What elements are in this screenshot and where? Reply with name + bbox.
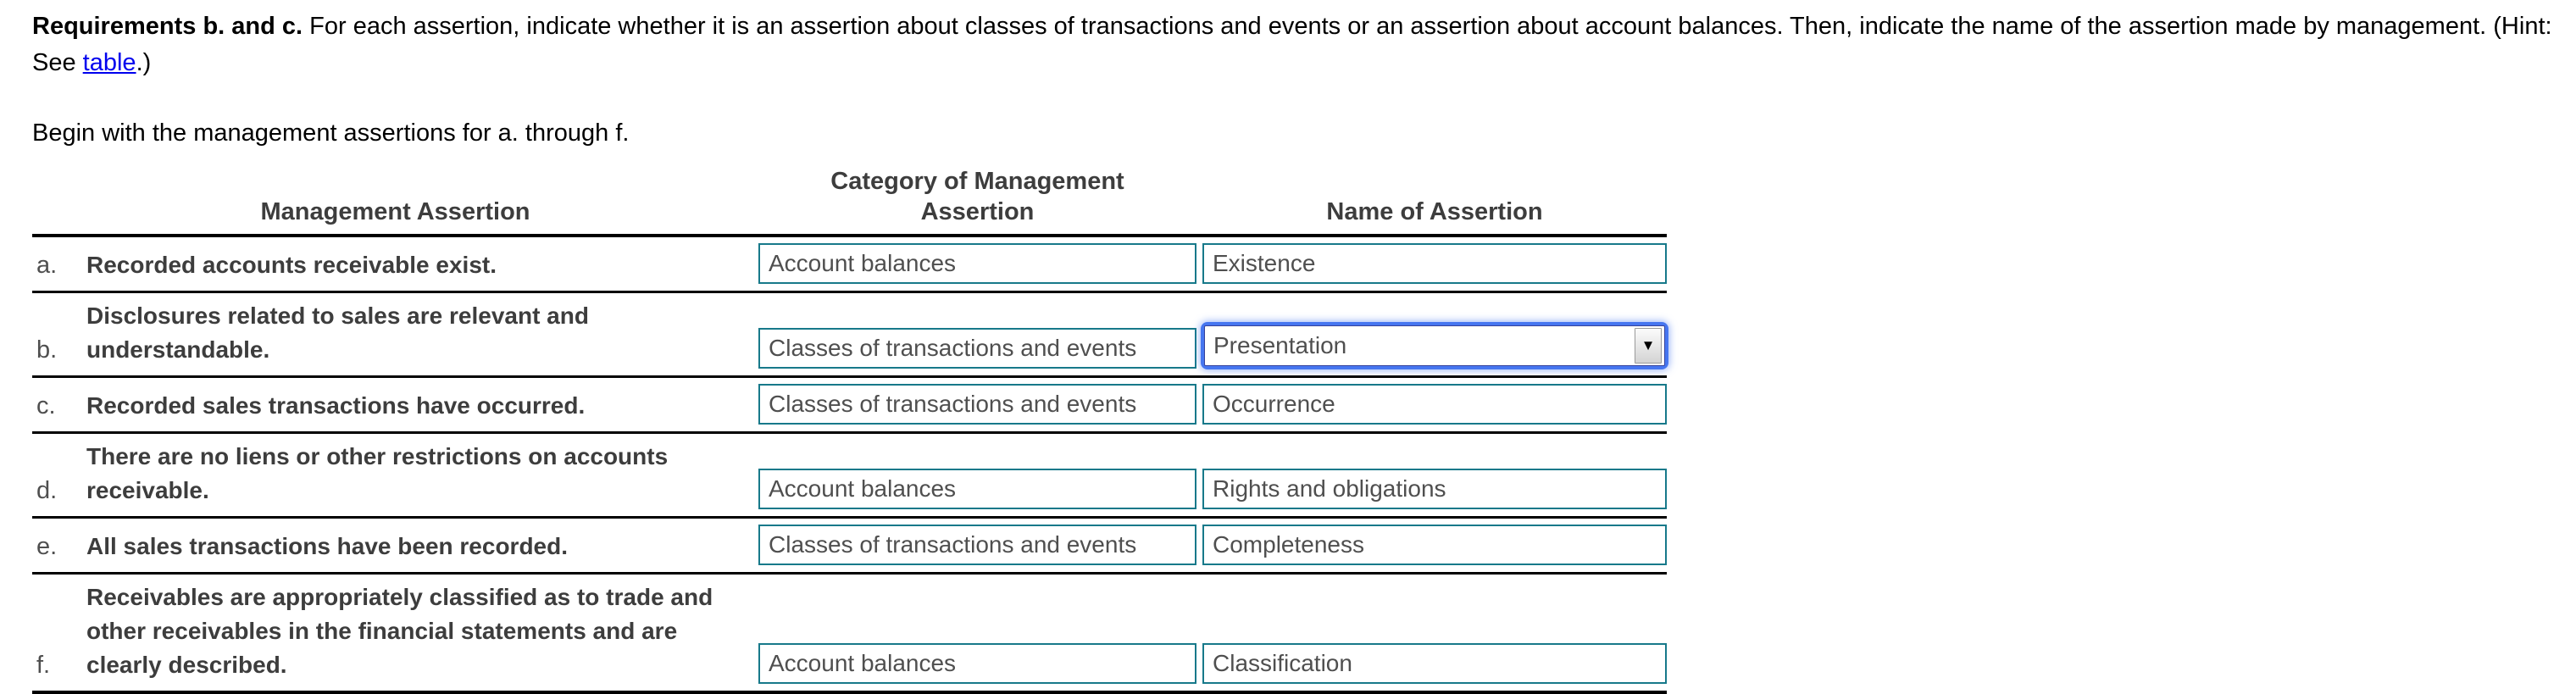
name-input-c[interactable]: Occurrence [1202, 384, 1667, 425]
instructions-text: For each assertion, indicate whether it … [32, 13, 2552, 76]
table-row: b. Disclosures related to sales are rele… [32, 293, 1667, 378]
table-row: e. All sales transactions have been reco… [32, 519, 1667, 575]
row-label-b: b. [36, 336, 58, 364]
row-label-a: a. [36, 252, 58, 279]
row-label-f: f. [36, 652, 51, 679]
instructions-paragraph: Requirements b. and c. For each assertio… [32, 8, 2569, 81]
assertion-text-e: All sales transactions have been recorde… [86, 533, 569, 559]
name-dropdown-b-control[interactable]: Presentation ▼ [1204, 325, 1665, 366]
assertion-text-c: Recorded sales transactions have occurre… [86, 392, 586, 419]
category-input-e[interactable]: Classes of transactions and events [758, 525, 1196, 565]
table-header-row: Management Assertion Category of Managem… [32, 166, 1667, 237]
name-dropdown-b-value: Presentation [1213, 332, 1347, 358]
table-row: d. There are no liens or other restricti… [32, 434, 1667, 519]
assertions-table: Management Assertion Category of Managem… [32, 166, 1672, 694]
row-label-c: c. [36, 392, 56, 419]
assertion-text-d: There are no liens or other restrictions… [86, 443, 669, 503]
name-input-e[interactable]: Completeness [1202, 525, 1667, 565]
category-input-d[interactable]: Account balances [758, 469, 1196, 509]
table-row: c. Recorded sales transactions have occu… [32, 378, 1667, 434]
category-input-a[interactable]: Account balances [758, 243, 1196, 284]
assertion-text-a: Recorded accounts receivable exist. [86, 252, 497, 278]
name-input-d[interactable]: Rights and obligations [1202, 469, 1667, 509]
name-dropdown-b[interactable]: Presentation ▼ [1204, 325, 1665, 366]
dropdown-arrow-button[interactable]: ▼ [1635, 328, 1662, 364]
instructions-text-close: .) [136, 49, 152, 76]
header-name-of-assertion: Name of Assertion [1326, 198, 1543, 225]
row-label-d: d. [36, 477, 58, 504]
header-category-of-management-assertion: Category of Management Assertion [830, 168, 1124, 225]
begin-instruction: Begin with the management assertions for… [32, 119, 630, 147]
category-input-c[interactable]: Classes of transactions and events [758, 384, 1196, 425]
table-row: a. Recorded accounts receivable exist. A… [32, 237, 1667, 293]
chevron-down-icon: ▼ [1641, 337, 1656, 353]
table-row: f. Receivables are appropriately classif… [32, 575, 1667, 694]
requirements-label: Requirements b. and c. [32, 13, 303, 40]
category-input-b[interactable]: Classes of transactions and events [758, 328, 1196, 369]
row-label-e: e. [36, 533, 58, 560]
category-input-f[interactable]: Account balances [758, 643, 1196, 684]
assertion-text-f: Receivables are appropriately classified… [86, 584, 713, 678]
name-input-a[interactable]: Existence [1202, 243, 1667, 284]
assertion-text-b: Disclosures related to sales are relevan… [86, 303, 589, 363]
table-link[interactable]: table [82, 49, 136, 76]
name-input-f[interactable]: Classification [1202, 643, 1667, 684]
header-management-assertion: Management Assertion [260, 198, 530, 225]
